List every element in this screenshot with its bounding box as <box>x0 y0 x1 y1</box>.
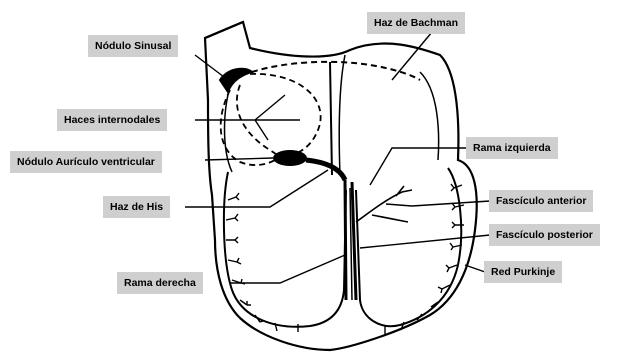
label-nodulo-av: Nódulo Aurículo ventricular <box>10 151 162 173</box>
internodal-tract-middle <box>237 85 280 157</box>
label-fasciculo-posterior: Fascículo posterior <box>489 224 600 246</box>
label-haces-internodales: Haces internodales <box>57 109 167 131</box>
leader-lines <box>185 32 490 283</box>
label-nodulo-sinusal: Nódulo Sinusal <box>88 35 178 57</box>
left-atrium-inner <box>420 72 439 160</box>
leader-haz-his <box>185 170 328 207</box>
leader-haces-internodales <box>195 95 300 140</box>
label-haz-bachman: Haz de Bachman <box>367 12 465 34</box>
right-bundle-branch <box>345 180 346 300</box>
av-node <box>273 150 307 166</box>
label-rama-derecha: Rama derecha <box>117 272 203 294</box>
leader-nodulo-av <box>205 158 273 160</box>
vena-cava-opening <box>205 22 243 38</box>
leader-nodulo-sinusal <box>195 55 228 80</box>
leader-fasciculo-anterior <box>412 201 490 206</box>
leader-fasciculo-posterior <box>360 235 490 248</box>
right-ventricle-wall <box>224 172 346 327</box>
internodal-tract-posterior <box>221 90 275 165</box>
label-red-purkinje: Red Purkinje <box>484 261 562 283</box>
label-haz-his: Haz de His <box>103 196 170 218</box>
purkinje-left <box>385 184 464 334</box>
left-anterior-fascicle <box>356 186 412 222</box>
label-rama-izquierda: Rama izquierda <box>466 137 558 159</box>
leader-haz-bachman <box>392 32 432 80</box>
leader-rama-derecha <box>230 255 345 283</box>
leader-red-purkinje <box>465 265 485 272</box>
sa-node <box>220 69 252 92</box>
label-fasciculo-anterior: Fascículo anterior <box>489 190 593 212</box>
atrial-septum-curve <box>339 55 345 175</box>
atrial-septum <box>330 62 332 175</box>
purkinje-right <box>226 193 298 332</box>
